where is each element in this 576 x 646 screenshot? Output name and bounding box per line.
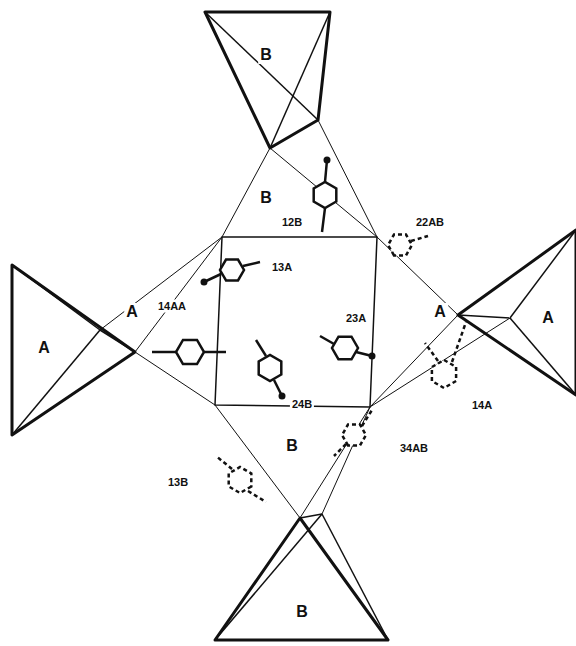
substituent-atom <box>201 279 208 286</box>
ring-outline <box>176 340 204 364</box>
benzene-ring <box>320 336 376 360</box>
polyhedron-label: A <box>540 309 556 327</box>
substituent-atom <box>279 393 286 400</box>
tetrahedron <box>12 265 135 435</box>
molecule-label: 12B <box>280 216 304 229</box>
substituent-bond <box>248 491 266 502</box>
ring-outline <box>432 360 456 388</box>
benzene-ring <box>256 340 286 400</box>
molecule-label: 13B <box>166 476 190 489</box>
molecule-label: 34AB <box>398 442 430 455</box>
substituent-bond <box>243 262 260 266</box>
substituent-atom <box>324 157 331 164</box>
substituent-bond <box>216 456 232 469</box>
tetrahedron <box>458 230 576 395</box>
substituent-bond <box>334 444 346 456</box>
substituent-bond <box>320 336 334 344</box>
substituent-bond <box>322 208 325 232</box>
substituent-bond <box>452 322 466 362</box>
molecule-label: 14A <box>470 399 494 412</box>
molecule-label: 24B <box>290 398 314 411</box>
substituent-bond <box>204 351 226 354</box>
polyhedron-label: B <box>294 603 310 621</box>
polyhedron-label: B <box>284 437 300 455</box>
ring-outline <box>220 260 244 281</box>
molecules <box>152 157 466 503</box>
tetrahedron-edges <box>215 514 388 640</box>
ring-outline <box>229 467 252 493</box>
tetrahedron-edges <box>12 265 135 435</box>
substituent-bond <box>152 351 176 354</box>
benzene-ring <box>388 235 428 256</box>
ring-outline <box>332 337 358 360</box>
molecule-label: 13A <box>270 261 294 274</box>
benzene-ring <box>314 157 337 233</box>
substituent-bond <box>256 340 266 356</box>
ring-outline <box>342 425 366 446</box>
molecule-label: 23A <box>344 312 368 325</box>
ring-outline <box>259 355 282 381</box>
benzene-ring <box>425 322 466 388</box>
substituent-bond <box>411 236 428 241</box>
benzene-ring <box>334 410 372 456</box>
tetrahedron <box>215 518 388 640</box>
polyhedron-label: B <box>258 189 274 207</box>
polyhedron-label: A <box>432 303 448 321</box>
substituent-bond <box>362 410 372 426</box>
benzene-ring <box>152 340 226 364</box>
ring-outline <box>388 235 412 256</box>
benzene-ring <box>201 260 261 286</box>
polyhedron-label: A <box>36 339 52 357</box>
molecule-label: 14AA <box>156 300 188 313</box>
tetrahedron <box>205 12 330 148</box>
tetrahedron-edges <box>205 12 330 148</box>
ring-outline <box>314 182 337 208</box>
connecting-edges <box>100 120 510 518</box>
benzene-ring <box>216 456 266 502</box>
polyhedron-label: A <box>124 303 140 321</box>
central-square <box>215 237 377 407</box>
polyhedron-label: B <box>258 46 274 64</box>
molecule-label: 22AB <box>414 216 446 229</box>
substituent-bond <box>425 343 438 361</box>
substituent-atom <box>369 353 376 360</box>
tetrahedron-edges <box>458 230 576 395</box>
